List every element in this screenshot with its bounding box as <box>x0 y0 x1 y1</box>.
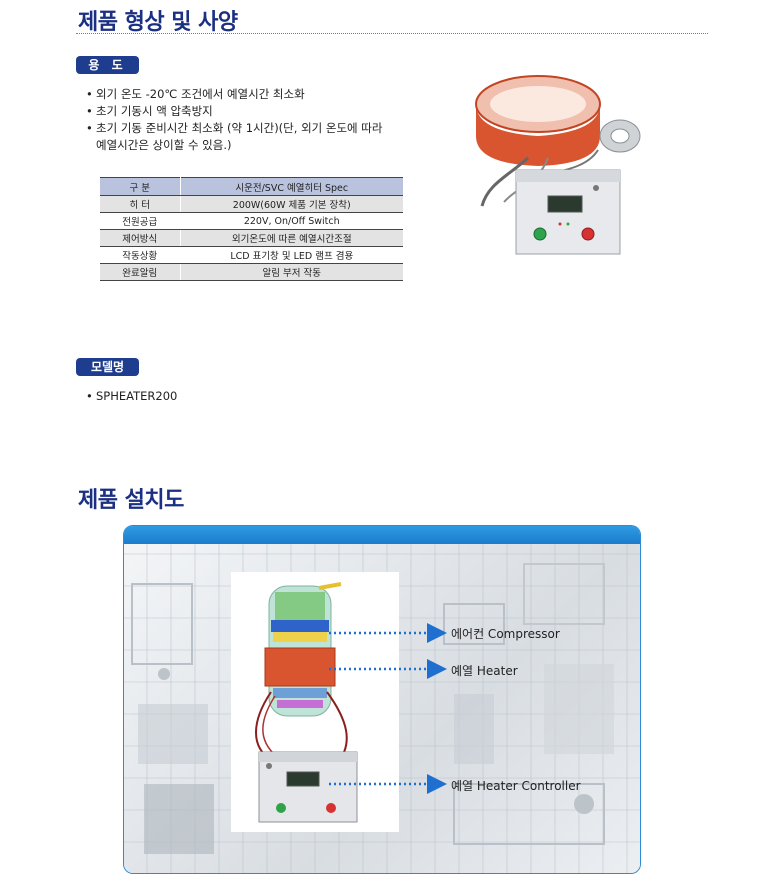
spec-key: 제어방식 <box>100 229 181 247</box>
usage-bullet-list: 외기 온도 -20℃ 조건에서 예열시간 최소화 초기 기동시 액 압축방지 초… <box>86 86 426 154</box>
usage-bullet-continuation: 예열시간은 상이할 수 있음.) <box>96 138 232 152</box>
section-title-specs: 제품 형상 및 사양 <box>78 10 238 35</box>
circuit-background-illustration <box>131 563 614 854</box>
installation-diagram: 에어컨 Compressor 예열 Heater 예열 Heater Contr… <box>123 525 641 874</box>
section-title-installation: 제품 설치도 <box>78 488 184 513</box>
compressor-heater-illustration <box>255 582 358 823</box>
model-badge: 모델명 <box>76 358 139 376</box>
spec-header-spec: 시운전/SVC 예열히터 Spec <box>180 177 403 196</box>
spec-value: 외기온도에 따른 예열시간조절 <box>180 229 403 247</box>
spec-header-category: 구 분 <box>100 177 181 196</box>
table-row: 제어방식 외기온도에 따른 예열시간조절 <box>100 229 403 247</box>
table-row: 작동상황 LCD 표기창 및 LED 램프 겸용 <box>100 246 403 264</box>
model-bullet-list: SPHEATER200 <box>86 388 286 405</box>
spec-key: 전원공급 <box>100 212 181 230</box>
label-compressor: 에어컨 Compressor <box>451 627 560 641</box>
table-row: 히 터 200W(60W 제품 기본 장착) <box>100 195 403 213</box>
spec-table-header: 구 분 시운전/SVC 예열히터 Spec <box>100 177 403 196</box>
usage-bullet: 외기 온도 -20℃ 조건에서 예열시간 최소화 <box>86 86 426 103</box>
spec-value: 200W(60W 제품 기본 장착) <box>180 195 403 213</box>
spec-key: 완료알림 <box>100 263 181 281</box>
usage-bullet: 초기 기동 준비시간 최소화 (약 1시간)(단, 외기 온도에 따라 <box>86 120 426 137</box>
diagram-header-bar <box>124 526 640 544</box>
spec-key: 히 터 <box>100 195 181 213</box>
spec-key: 작동상황 <box>100 246 181 264</box>
product-photo-illustration <box>475 75 641 255</box>
title-divider <box>76 33 708 34</box>
product-photo <box>468 66 648 266</box>
label-controller: 예열 Heater Controller <box>451 779 581 793</box>
spec-value: 220V, On/Off Switch <box>180 212 403 230</box>
table-row: 전원공급 220V, On/Off Switch <box>100 212 403 230</box>
usage-badge: 용 도 <box>76 56 139 74</box>
usage-bullet: 초기 기동시 액 압축방지 <box>86 103 426 120</box>
model-bullet: SPHEATER200 <box>86 388 286 405</box>
label-heater: 예열 Heater <box>451 664 518 678</box>
spec-table: 구 분 시운전/SVC 예열히터 Spec 히 터 200W(60W 제품 기본… <box>100 177 403 281</box>
spec-value: 알림 부저 작동 <box>180 263 403 281</box>
diagram-illustration-panel <box>231 572 399 832</box>
spec-value: LCD 표기창 및 LED 램프 겸용 <box>180 246 403 264</box>
table-row: 완료알림 알림 부저 작동 <box>100 263 403 281</box>
